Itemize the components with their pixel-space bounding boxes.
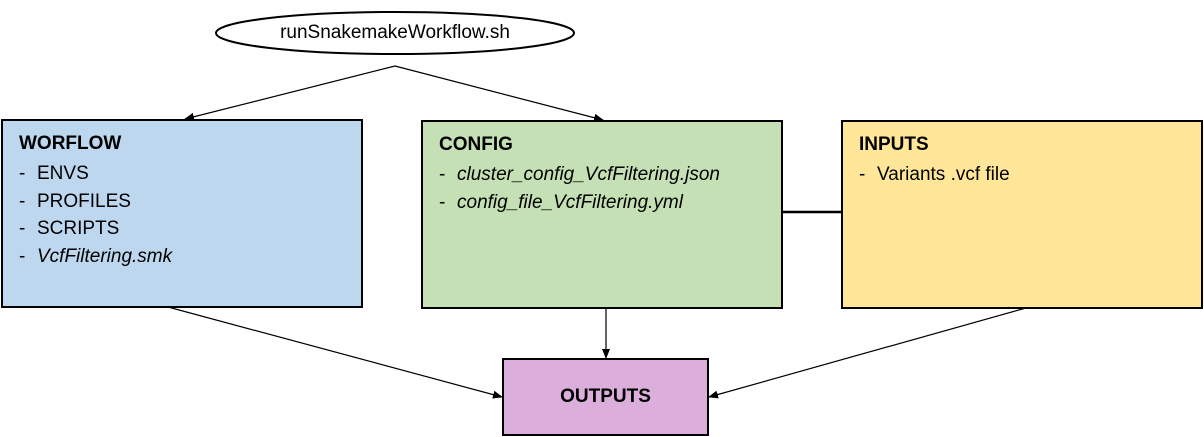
bullet-dash: -: [439, 191, 446, 213]
list-item-text: PROFILES: [37, 190, 131, 212]
bullet-dash: -: [859, 164, 866, 185]
list-item: -config_file_VcfFiltering.yml: [439, 189, 720, 217]
bullet-dash: -: [19, 190, 26, 212]
bullet-dash: -: [19, 163, 26, 184]
list-item: -Variants .vcf file: [859, 161, 1010, 189]
list-item: -cluster_config_VcfFiltering.json: [439, 161, 720, 189]
list-item-text: VcfFiltering.smk: [37, 245, 173, 267]
list-item-text: ENVS: [37, 163, 89, 184]
workflow-items: -ENVS-PROFILES-SCRIPTS-VcfFiltering.smk: [19, 160, 172, 270]
workflow-title: WORFLOW: [19, 133, 122, 154]
script-node-ellipse: [215, 11, 575, 55]
list-item: -VcfFiltering.smk: [19, 243, 172, 271]
inputs-items: -Variants .vcf file: [859, 161, 1010, 189]
inputs-box: INPUTS -Variants .vcf file: [841, 120, 1203, 309]
outputs-box: OUTPUTS: [502, 358, 709, 436]
list-item-text: cluster_config_VcfFiltering.json: [457, 164, 720, 185]
arrow-inputs-to-outputs: [708, 307, 1027, 399]
outputs-title: OUTPUTS: [560, 386, 651, 407]
config-items: -cluster_config_VcfFiltering.json-config…: [439, 161, 720, 216]
list-item-text: SCRIPTS: [37, 218, 120, 239]
list-item: -PROFILES: [19, 188, 172, 216]
bullet-dash: -: [19, 218, 26, 239]
list-item: -ENVS: [19, 160, 172, 188]
config-title: CONFIG: [439, 134, 513, 155]
arrow-workflow-to-outputs: [167, 306, 503, 399]
arrow-script-to-config: [394, 65, 604, 122]
bullet-dash: -: [19, 245, 26, 267]
inputs-title: INPUTS: [859, 134, 929, 155]
script-node-label: runSnakemakeWorkflow.sh: [280, 22, 510, 43]
config-box: CONFIG -cluster_config_VcfFiltering.json…: [421, 120, 783, 309]
arrow-script-to-workflow: [184, 65, 396, 121]
list-item: -SCRIPTS: [19, 215, 172, 243]
workflow-box: WORFLOW -ENVS-PROFILES-SCRIPTS-VcfFilter…: [1, 119, 363, 308]
list-item-text: Variants .vcf file: [877, 164, 1010, 185]
list-item-text: config_file_VcfFiltering.yml: [457, 191, 683, 213]
bullet-dash: -: [439, 164, 446, 185]
